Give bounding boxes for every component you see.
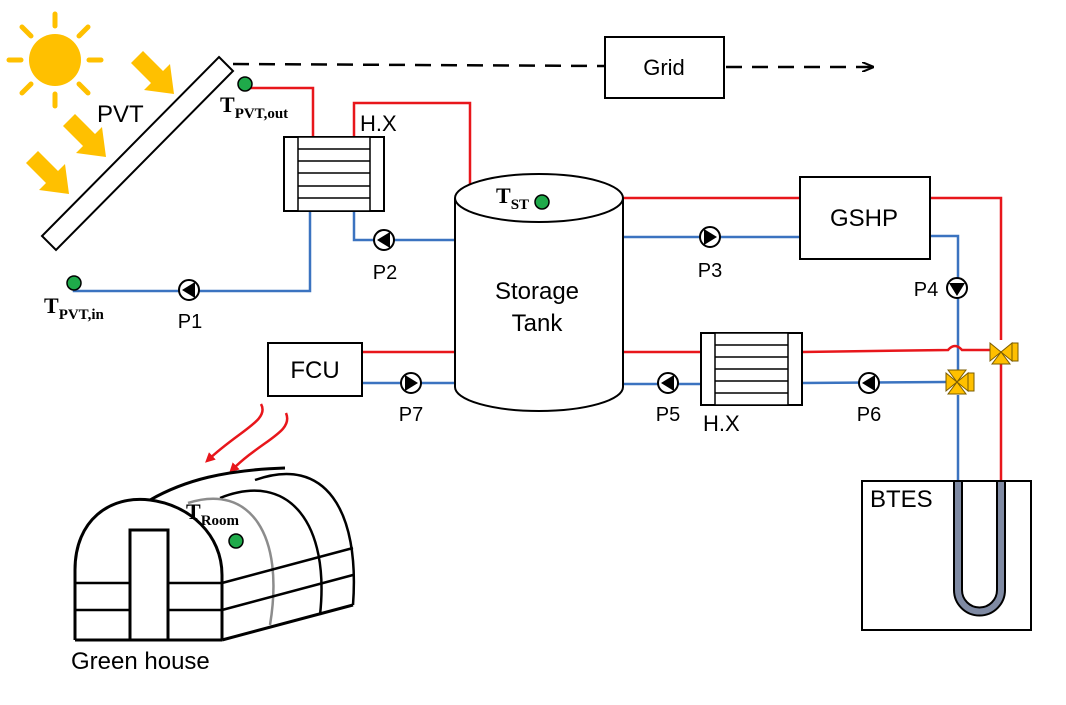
three-way-valve-lower-icon	[945, 369, 975, 395]
fcu-box	[267, 342, 363, 397]
heat-exchanger-bottom	[700, 332, 803, 406]
borehole-u-pipe	[955, 482, 1004, 615]
fcu-label: FCU	[290, 357, 339, 384]
sensor-pvt-out-label: TPVT,out	[220, 92, 288, 122]
gshp-label: GSHP	[830, 205, 898, 232]
pvt-label: PVT	[97, 101, 144, 128]
storage-tank-label-line1: Storage	[495, 278, 579, 305]
hx-top-label: H.X	[360, 111, 397, 136]
pump-p5-icon	[657, 372, 679, 394]
sensor-pvt-out-icon	[237, 76, 253, 92]
pump-p7-icon	[400, 372, 422, 394]
sun-icon	[6, 11, 104, 109]
greenhouse-icon	[73, 466, 356, 642]
btes-pipes	[956, 364, 1003, 482]
sensor-pvt-in-icon	[66, 275, 82, 291]
sensor-storage-label: TST	[496, 183, 529, 213]
pump-p5-label: P5	[656, 404, 680, 426]
sunray-arrows-icon	[26, 51, 174, 194]
hx-bottom-label: H.X	[703, 411, 740, 436]
pump-p2-icon	[373, 229, 395, 251]
storage-tank-label-line2: Tank	[512, 310, 564, 337]
pump-p3-icon	[699, 226, 721, 248]
pump-p4-icon	[946, 277, 968, 299]
pump-p7-label: P7	[399, 404, 423, 426]
hx-top-tank-pipes	[352, 101, 472, 242]
pvt-panel	[40, 55, 235, 252]
sensor-room-label: TRoom	[186, 499, 240, 529]
btes-label: BTES	[870, 486, 933, 513]
greenhouse-label: Green house	[71, 648, 210, 675]
three-way-valve-upper-icon	[989, 341, 1019, 365]
grid-box	[604, 36, 725, 99]
gshp-box	[799, 176, 931, 260]
grid-power-line	[232, 62, 605, 68]
heat-supply-arrows-icon	[205, 403, 289, 473]
heat-exchanger-top	[283, 136, 385, 212]
grid-label: Grid	[643, 55, 685, 80]
sensor-storage-icon	[534, 194, 550, 210]
pump-p2-label: P2	[373, 262, 397, 284]
pump-p3-label: P3	[698, 260, 722, 282]
pump-p4-label: P4	[914, 279, 938, 301]
sensor-room-icon	[228, 533, 244, 549]
pump-p1-label: P1	[178, 311, 202, 333]
pump-p1-icon	[178, 279, 200, 301]
pump-p6-label: P6	[857, 404, 881, 426]
pump-p6-icon	[858, 372, 880, 394]
sensor-pvt-in-label: TPVT,in	[44, 293, 104, 323]
